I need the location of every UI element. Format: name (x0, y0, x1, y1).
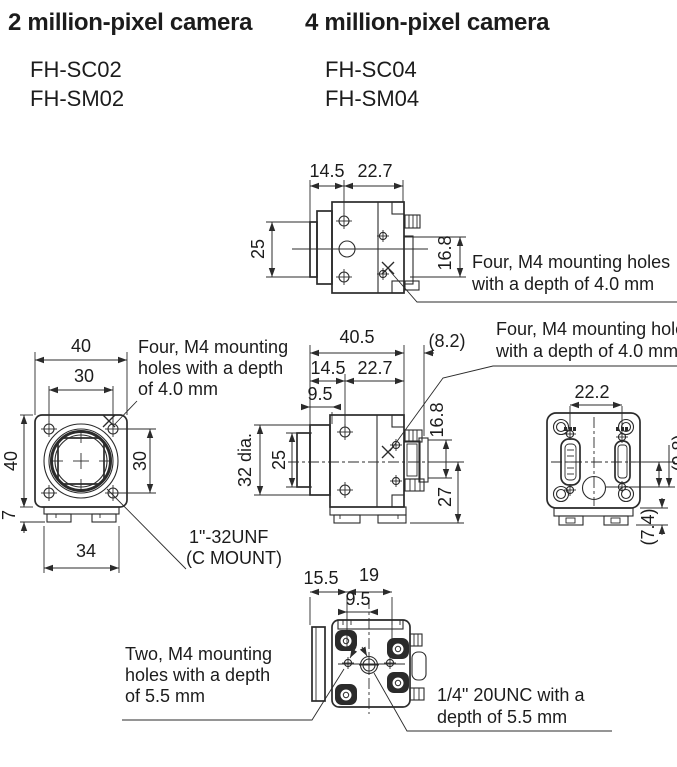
note-topview-m4-line2: with a depth of 4.0 mm (472, 274, 655, 294)
note-cmount-line1: 1"-32UNF (189, 527, 269, 547)
note-bottom-m4-line2: holes with a depth (125, 665, 271, 685)
title-2mp-camera: 2 million-pixel camera (8, 9, 253, 36)
dim-side-22-7: 22.7 (357, 358, 393, 378)
side-view-dimension-lines (254, 345, 464, 524)
dim-side-16-8: 16.8 (427, 402, 447, 438)
rear-view-drawing (546, 401, 675, 535)
note-front-m4-line3: of 4.0 mm (138, 379, 219, 399)
bottom-view-dimension-lines (309, 588, 393, 650)
model-fh-sc04: FH-SC04 (325, 57, 417, 82)
dim-top-25: 25 (248, 238, 268, 260)
dim-front-30-top: 30 (73, 366, 95, 386)
dim-bottom-19: 19 (358, 565, 380, 585)
title-4mp-camera: 4 million-pixel camera (305, 9, 550, 36)
dim-front-30-right: 30 (130, 450, 150, 472)
dim-top-14-5: 14.5 (309, 161, 345, 181)
dim-side-9-5: 9.5 (307, 384, 333, 404)
bottom-view-m4-leader (122, 668, 345, 721)
dim-bottom-9-5: 9.5 (345, 589, 371, 609)
front-view-cmount-leader (106, 488, 187, 570)
dim-top-16-8: 16.8 (435, 235, 455, 271)
bottom-view-drawing (122, 588, 612, 732)
dim-side-8-2: (8.2) (428, 331, 466, 351)
note-rear-m4-line2: with a depth of 4.0 mm (496, 341, 677, 361)
dim-rear-22-2: 22.2 (574, 382, 610, 402)
front-view-dimension-lines (20, 352, 156, 573)
dim-side-25: 25 (269, 449, 289, 471)
note-rear-m4-line1: Four, M4 mounting holes (496, 319, 677, 339)
rear-view-dimension-lines (569, 401, 675, 535)
note-bottom-m4-line1: Two, M4 mounting (125, 644, 273, 664)
front-view-m4-leader (114, 400, 138, 425)
front-view-drawing (20, 352, 187, 573)
note-cmount-line2: (C MOUNT) (186, 548, 282, 568)
model-fh-sm02: FH-SM02 (30, 86, 125, 111)
dim-rear-7-4: (7.4) (638, 508, 658, 546)
dim-bottom-15-5: 15.5 (303, 568, 339, 588)
dim-front-34: 34 (75, 541, 97, 561)
note-front-m4-line1: Four, M4 mounting (138, 337, 289, 357)
note-bottom-unc-line2: depth of 5.5 mm (437, 707, 568, 727)
top-view-drawing (266, 180, 677, 303)
model-fh-sm04: FH-SM04 (325, 86, 420, 111)
side-view-drawing (254, 345, 677, 524)
dim-front-40-top: 40 (70, 336, 92, 356)
dim-front-7: 7 (0, 510, 19, 521)
note-front-m4-line2: holes with a depth (138, 358, 284, 378)
note-bottom-m4-line3: of 5.5 mm (125, 686, 206, 706)
model-fh-sc02: FH-SC02 (30, 57, 122, 82)
dim-top-22-7: 22.7 (357, 161, 393, 181)
bottom-view-unc-leader (373, 672, 612, 732)
dim-rear-edge-clipped: (9.8) (669, 434, 677, 472)
dim-side-32dia: 32 dia. (235, 432, 255, 488)
note-bottom-unc-line1: 1/4" 20UNC with a (437, 685, 585, 705)
dim-front-40-left: 40 (1, 450, 21, 472)
note-topview-m4-line1: Four, M4 mounting holes (472, 252, 671, 272)
dim-side-40-5: 40.5 (339, 327, 375, 347)
top-view-note-leader (388, 269, 677, 303)
rear-view-note-leader (389, 365, 677, 452)
dim-side-27: 27 (435, 486, 455, 508)
dim-side-14-5: 14.5 (310, 358, 346, 378)
top-view-dimension-lines (266, 180, 466, 278)
